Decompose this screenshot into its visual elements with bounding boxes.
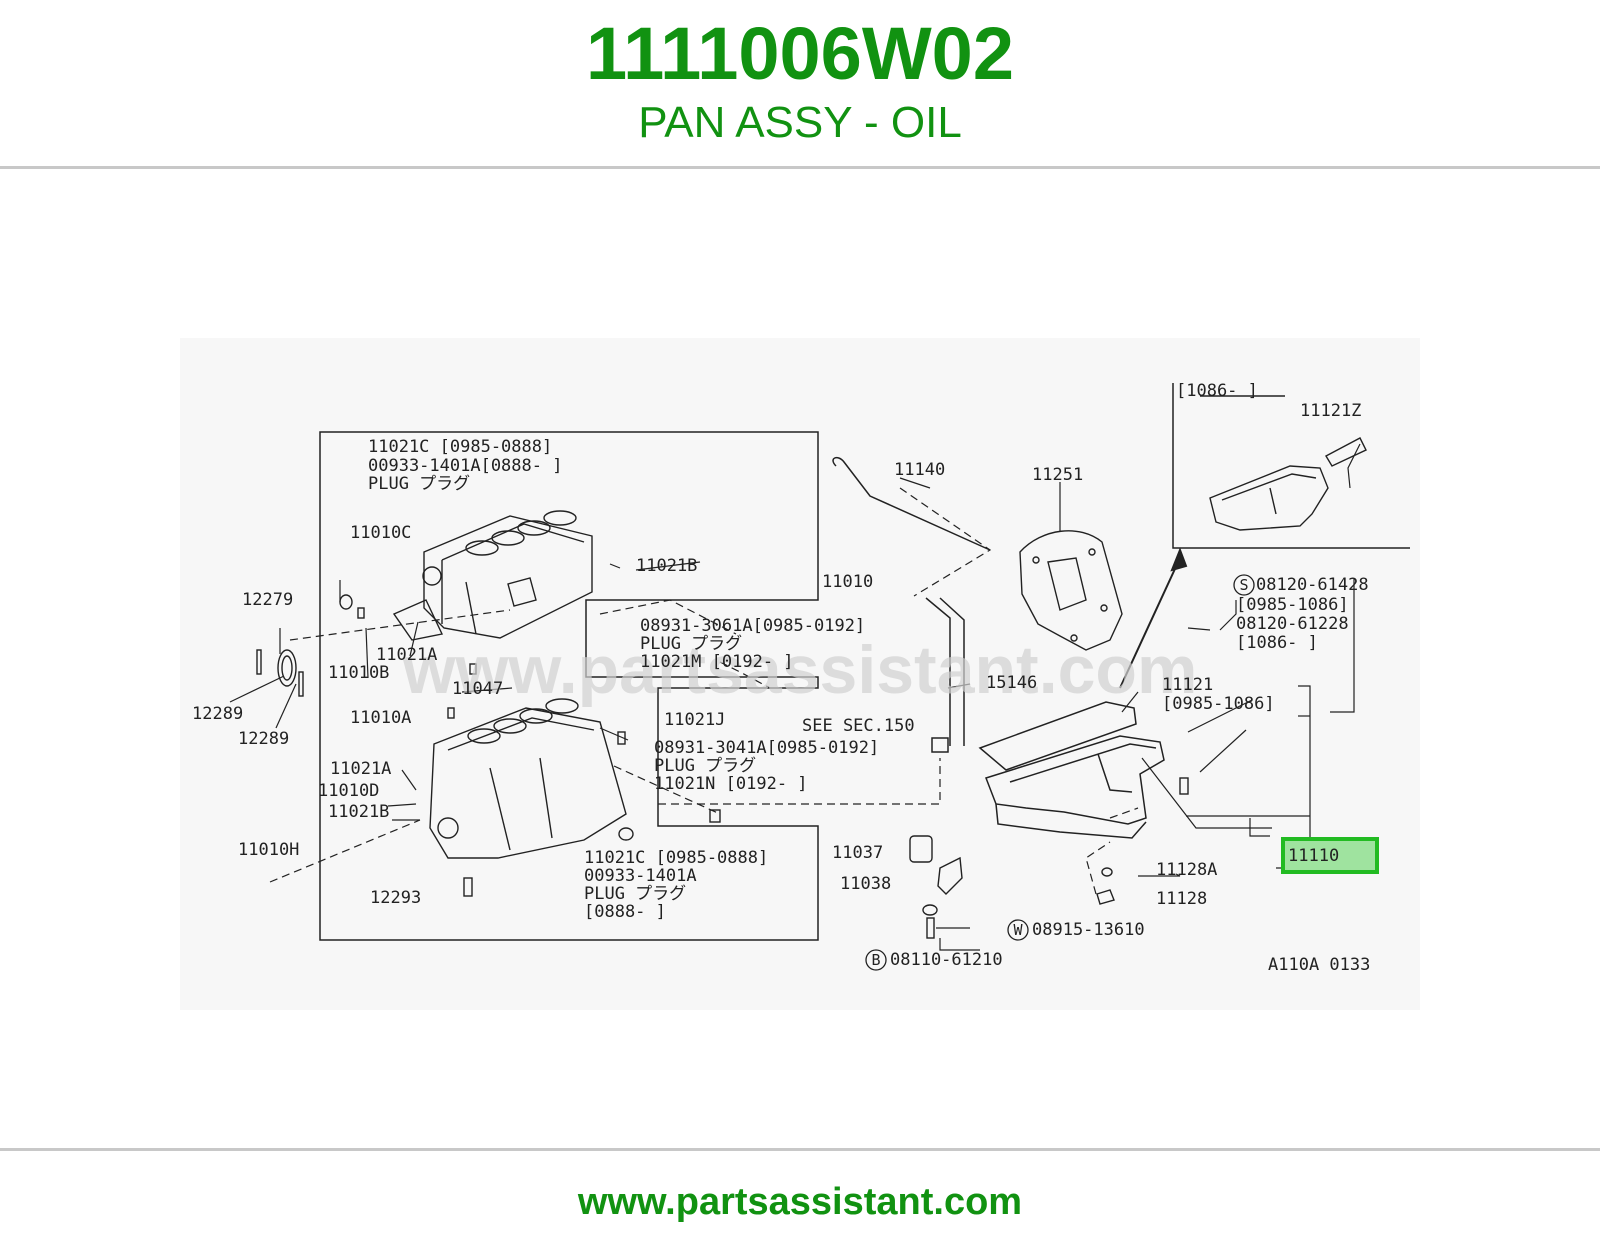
callout-label: PLUG プラグ [584, 884, 686, 904]
callout-label: 08931-3041A[0985-0192] [654, 738, 879, 758]
diagram-code: A110A 0133 [1268, 955, 1370, 975]
callout-label: 11021M [0192- ] [640, 652, 794, 672]
callout-label: 11047 [452, 679, 503, 699]
inset-box [1172, 383, 1410, 549]
callout-label: [0888- ] [584, 902, 666, 922]
callout-label: PLUG プラグ [368, 474, 470, 494]
callout-label: 11251 [1032, 465, 1083, 485]
callout-label: [1086- ] [1236, 633, 1318, 653]
callout-label: 11140 [894, 460, 945, 480]
callout-label: 11128 [1156, 889, 1207, 909]
callout-label: 11010B [328, 663, 389, 683]
callout-label: 08120-61428 [1256, 575, 1369, 595]
part-name: PAN ASSY - OIL [638, 98, 962, 147]
highlighted-part-box[interactable] [1281, 837, 1379, 874]
parts-diagram: www.partsassistant.com S W B 11021C [098… [180, 338, 1420, 1010]
callout-label: 12289 [192, 704, 243, 724]
oil-level-gauge [832, 456, 991, 753]
circled-letter-s: S [1239, 576, 1248, 594]
header-divider [0, 166, 1600, 169]
callout-label: 11021C [0985-0888] [368, 437, 552, 457]
small-parts [909, 777, 1189, 939]
callout-label: 11021A [330, 759, 391, 779]
engine-block-group-box [319, 431, 819, 941]
callout-label: 08110-61210 [890, 950, 1003, 970]
callout-label: 08931-3061A[0985-0192] [640, 616, 865, 636]
footer-website-link[interactable]: www.partsassistant.com [577, 1181, 1023, 1223]
circled-letter-w: W [1013, 921, 1023, 939]
footer-divider [0, 1148, 1600, 1151]
callout-label: 11021N [0192- ] [654, 774, 808, 794]
callout-label: 11038 [840, 874, 891, 894]
callout-label: 11021B [636, 556, 697, 576]
rear-plate [1019, 530, 1123, 651]
circled-letter-b: B [871, 951, 880, 969]
arrow [1119, 547, 1188, 689]
callout-label: 15146 [986, 673, 1037, 693]
callout-label: 12279 [242, 590, 293, 610]
callout-label: PLUG プラグ [654, 756, 756, 776]
callout-label: 08915-13610 [1032, 920, 1145, 940]
highlighted-part-label[interactable]: 11110 [1288, 846, 1339, 866]
dashed-guide-lines [269, 487, 1139, 895]
page-header: 1111006W02 PAN ASSY - OIL [0, 0, 1600, 168]
callout-label: PLUG プラグ [640, 634, 742, 654]
leader-lines [229, 443, 1361, 951]
watermark-text: www.partsassistant.com [402, 632, 1198, 708]
callout-label: 11021A [376, 645, 437, 665]
callout-label: 00933-1401A [584, 866, 697, 886]
diagram-background [180, 338, 1420, 1010]
parts-diagram-svg: www.partsassistant.com S W B 11021C [098… [180, 338, 1420, 1010]
circled-letter-marks [865, 574, 1255, 971]
callout-label: 08120-61228 [1236, 614, 1349, 634]
callout-label: 11121Z [1300, 401, 1361, 421]
callout-label: 11021C [0985-0888] [584, 848, 768, 868]
callout-label: 12293 [370, 888, 421, 908]
cylinder-block-lower [429, 698, 634, 859]
part-number: 1111006W02 [586, 12, 1014, 95]
callout-label: 11121 [1162, 675, 1213, 695]
callout-label: 11128A [1156, 860, 1217, 880]
callout-label: 11010 [822, 572, 873, 592]
callout-label: 00933-1401A[0888- ] [368, 456, 562, 476]
callout-label: 12289 [238, 729, 289, 749]
callout-label: 11021B [328, 802, 389, 822]
inset-oil-pan [1209, 437, 1367, 531]
callout-labels: 11021C [0985-0888] 00933-1401A[0888- ] P… [192, 381, 1370, 975]
callout-label: [0985-1086] [1162, 694, 1275, 714]
callout-label: [1086- ] [1176, 381, 1258, 401]
callout-label: 11037 [832, 843, 883, 863]
callout-label: 11010H [238, 840, 299, 860]
callout-label: [0985-1086] [1236, 595, 1349, 615]
cylinder-block-upper [392, 510, 593, 641]
callout-label: 11021J [664, 710, 725, 730]
seal-parts [256, 594, 721, 897]
callout-label: 11010A [350, 708, 411, 728]
callout-label: 11010C [350, 523, 411, 543]
callout-label: SEE SEC.150 [802, 716, 915, 736]
oil-pan [978, 701, 1165, 839]
callout-label: 11010D [318, 781, 379, 801]
